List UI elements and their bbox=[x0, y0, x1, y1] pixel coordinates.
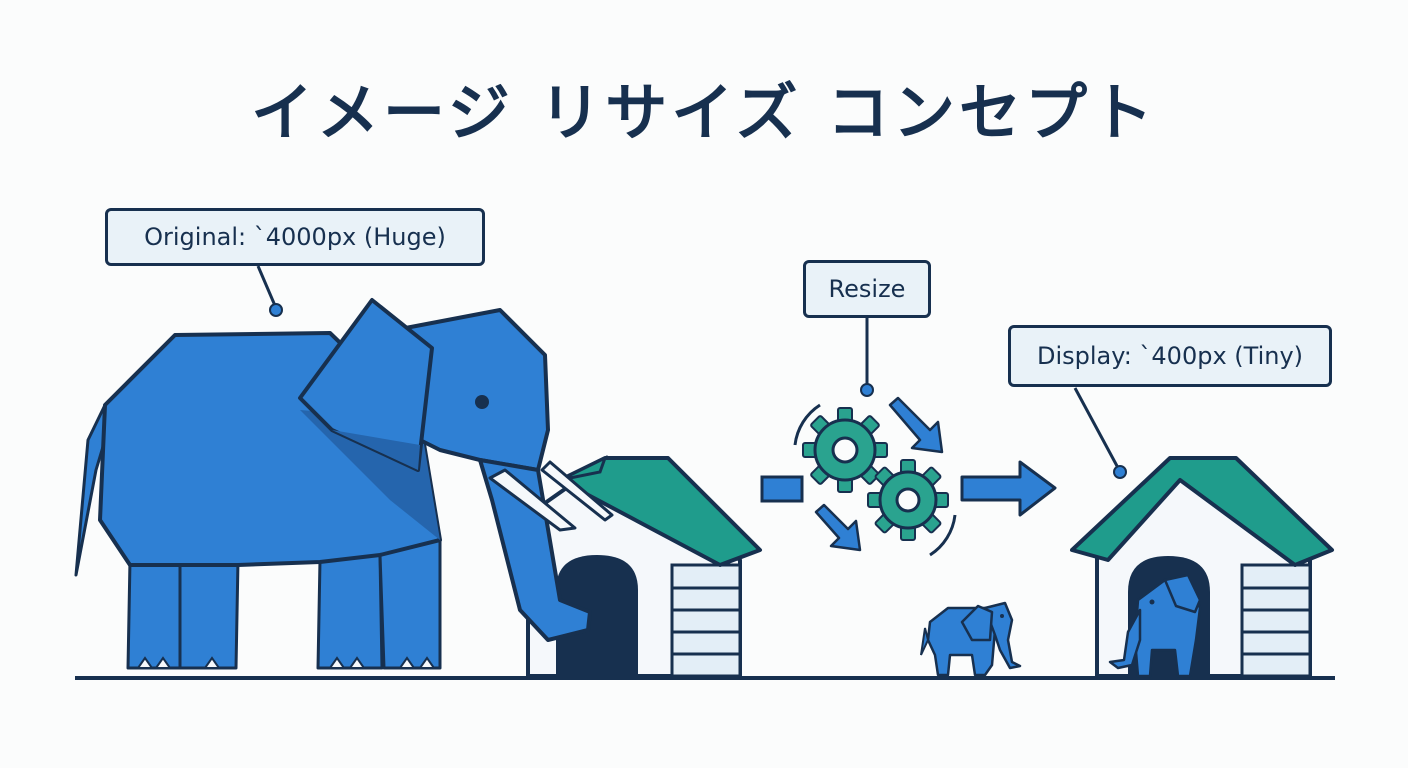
elephant-in-house-icon bbox=[1108, 573, 1202, 678]
label-original: Original: `4000px (Huge) bbox=[105, 208, 485, 266]
label-resize: Resize bbox=[803, 260, 931, 318]
gear-bottom-icon bbox=[867, 459, 949, 541]
gear-top-icon bbox=[802, 407, 888, 493]
small-elephant-icon bbox=[920, 601, 1022, 677]
arrow-diagonal-top-icon bbox=[888, 396, 944, 454]
diagram-title: イメージ リサイズ コンセプト bbox=[250, 76, 1158, 149]
arrow-diagonal-bottom-icon bbox=[814, 503, 862, 552]
doghouse-right-icon bbox=[1070, 456, 1334, 678]
large-elephant-icon bbox=[74, 298, 614, 670]
input-arrow-icon bbox=[760, 475, 804, 503]
callout-resize-connector bbox=[860, 318, 874, 397]
output-arrow-icon bbox=[960, 460, 1057, 517]
label-display: Display: `400px (Tiny) bbox=[1008, 325, 1332, 387]
callout-display-connector bbox=[1073, 387, 1127, 479]
doghouse-left-icon bbox=[526, 455, 762, 678]
callout-original-connector bbox=[256, 265, 283, 317]
